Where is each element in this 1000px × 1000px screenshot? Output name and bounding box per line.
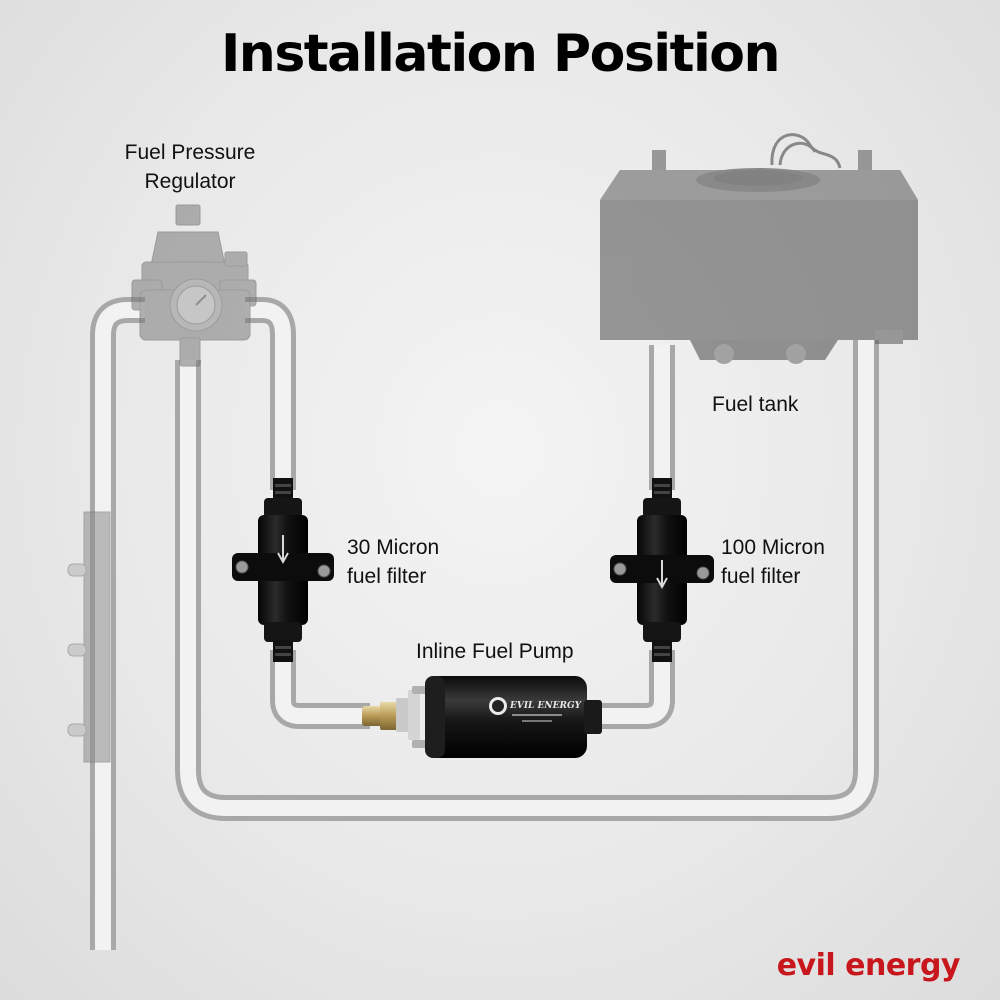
fuel-injector-ports — [67, 563, 87, 737]
label-regulator-line1: Fuel Pressure — [124, 141, 256, 164]
label-filter-30-micron: 30 Micron fuel filter — [347, 533, 439, 591]
fuel-tank — [600, 133, 918, 364]
filter-30-micron — [232, 478, 334, 662]
label-filter-100-micron: 100 Micron fuel filter — [721, 533, 825, 591]
filter30-to-pump-line — [270, 650, 370, 729]
label-filter30-line2: fuel filter — [347, 565, 427, 588]
page-title: Installation Position — [220, 24, 781, 84]
label-filter100-line1: 100 Micron — [721, 536, 825, 559]
filter-100-micron — [610, 478, 714, 662]
fuel-pressure-regulator — [131, 204, 257, 367]
label-fuel-pressure-regulator: Fuel Pressure Regulator — [100, 138, 280, 196]
fuel-lines — [90, 297, 879, 950]
fuel-rail — [67, 511, 111, 763]
label-filter30-line1: 30 Micron — [347, 536, 440, 559]
pump-to-filter100-line — [595, 650, 675, 729]
label-regulator-line2: Regulator — [144, 170, 236, 193]
label-fuel-tank: Fuel tank — [712, 393, 799, 416]
pump-brand-text: EVIL ENERGY — [509, 701, 583, 711]
inline-fuel-pump: EVIL ENERGY — [362, 676, 602, 758]
label-filter100-line2: fuel filter — [721, 565, 801, 588]
brand-logo: evil energy — [776, 948, 961, 983]
label-inline-fuel-pump: Inline Fuel Pump — [416, 640, 574, 663]
